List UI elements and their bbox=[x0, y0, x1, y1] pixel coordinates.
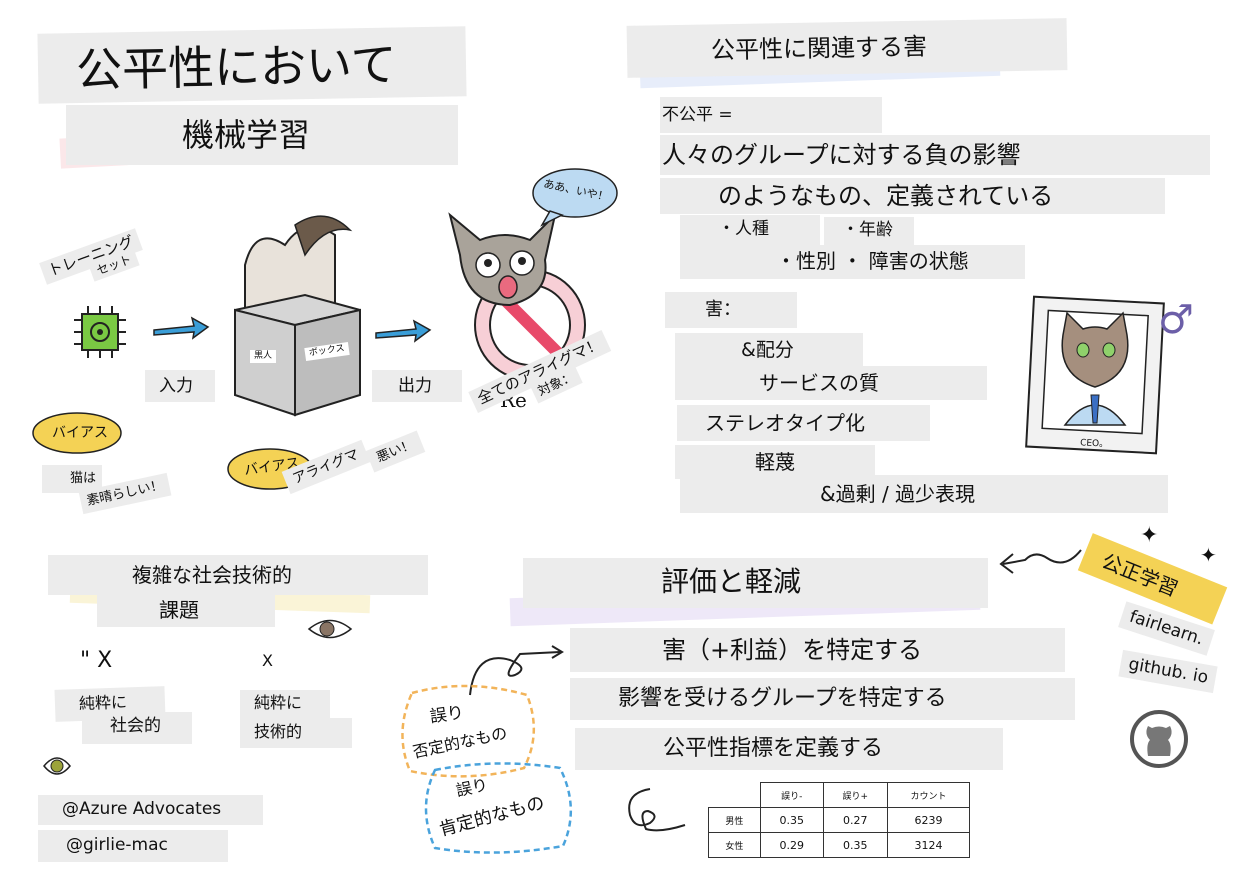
race-label: ・人種 bbox=[680, 215, 820, 245]
harm-item-stereotyping: ステレオタイプ化 bbox=[677, 405, 930, 441]
ceo-cat-portrait bbox=[1025, 295, 1165, 455]
table-row: 女性 0.29 0.35 3124 bbox=[708, 832, 970, 858]
technical-label-b: 技術的 bbox=[240, 718, 352, 748]
table-cell: 3124 bbox=[887, 832, 970, 858]
harms-line-1: 人々のグループに対する負の影響 bbox=[660, 135, 1210, 175]
harm-item-quality: サービスの質 bbox=[675, 366, 987, 400]
table-cell: 0.29 bbox=[759, 832, 824, 858]
eval-step-harms: 害（+利益）を特定する bbox=[570, 628, 1065, 672]
error-negative-label-1: 誤り bbox=[428, 702, 466, 728]
table-header-cell: 誤り- bbox=[759, 782, 824, 808]
table-cell: 0.35 bbox=[759, 807, 824, 833]
evaluation-title: 評価と軽減 bbox=[523, 558, 988, 608]
page-subtitle: 機械学習 bbox=[66, 105, 458, 165]
harm-item-representation: &過剰 / 過少表現 bbox=[680, 475, 1168, 513]
harms-line-2: のようなもの、定義されている bbox=[660, 178, 1165, 214]
sparkle-icon: ✦ bbox=[1140, 523, 1159, 548]
speech-bubble-shape bbox=[532, 168, 618, 227]
error-positive-bubble bbox=[424, 762, 572, 854]
harm-label: 害： bbox=[665, 292, 797, 328]
technical-mark: X bbox=[262, 651, 273, 670]
eval-step-metrics: 公平性指標を定義する bbox=[575, 728, 1003, 770]
table-cell: 6239 bbox=[887, 807, 970, 833]
table-row-label: 女性 bbox=[708, 832, 761, 858]
bad-label: 悪い！ bbox=[365, 430, 426, 473]
arrow-right-icon bbox=[153, 316, 210, 340]
table-header-cell: 誤り+ bbox=[822, 782, 889, 808]
sociotech-title-1: 複雑な社会技術的 bbox=[48, 555, 428, 595]
fairlearn-label-bg bbox=[1077, 533, 1228, 625]
table-row-label: 男性 bbox=[708, 807, 761, 833]
unfair-label: 不公平 = bbox=[660, 97, 882, 133]
github-icon bbox=[1130, 710, 1188, 768]
bias-blob-1 bbox=[32, 412, 122, 454]
chip-icon bbox=[74, 306, 126, 358]
page-title: 公平性において bbox=[37, 26, 467, 104]
eye-icon bbox=[307, 619, 353, 639]
ceo-caption: CEO。 bbox=[1079, 438, 1109, 450]
table-cell: 0.35 bbox=[822, 832, 889, 858]
curl-arrow-icon bbox=[469, 645, 564, 696]
error-negative-bubble bbox=[401, 684, 536, 778]
credit-azure-advocates: @Azure Advocates bbox=[38, 795, 263, 825]
eye-icon-2 bbox=[43, 757, 71, 775]
social-label-b: 社会的 bbox=[82, 712, 192, 744]
output-label: 出力 bbox=[372, 370, 462, 402]
harm-item-allocation: &配分 bbox=[675, 333, 863, 367]
gender-disability-label: ・性別 ・ 障害の状態 bbox=[680, 245, 1025, 279]
credit-girlie-mac: @girlie-mac bbox=[38, 830, 228, 862]
male-symbol-icon: ♂ bbox=[1158, 297, 1194, 343]
sociotech-title-2: 課題 bbox=[97, 593, 275, 627]
bias-label-1: バイアス bbox=[52, 425, 108, 441]
table-row: 男性 0.35 0.27 6239 bbox=[708, 807, 970, 833]
metrics-table: 誤り- 誤り+ カウント 男性 0.35 0.27 6239 女性 0.29 0… bbox=[708, 782, 970, 858]
technical-label-a: 純粋に bbox=[240, 690, 330, 718]
fairlearn-url-2: github. io bbox=[1118, 649, 1219, 694]
harm-item-denigration: 軽蔑 bbox=[675, 445, 875, 479]
eval-step-groups: 影響を受けるグループを特定する bbox=[570, 678, 1075, 720]
table-header-cell: カウント bbox=[887, 782, 970, 808]
input-label: 入力 bbox=[145, 370, 215, 402]
box-left-label: 黒人 bbox=[250, 350, 277, 363]
sparkle-icon-2: ✦ bbox=[1200, 543, 1217, 567]
table-header-row: 誤り- 誤り+ カウント bbox=[708, 782, 970, 808]
table-cell: 0.27 bbox=[822, 807, 889, 833]
harms-title: 公平性に関連する害 bbox=[626, 18, 1068, 78]
table-header-cell bbox=[708, 782, 761, 808]
age-label: ・年齢 bbox=[824, 217, 914, 245]
black-box-drawing bbox=[234, 215, 361, 417]
social-mark: " X bbox=[80, 648, 113, 673]
squiggle-icon bbox=[628, 788, 686, 832]
arrow-right-icon-2 bbox=[375, 319, 432, 343]
arrow-left-icon bbox=[999, 549, 1082, 574]
